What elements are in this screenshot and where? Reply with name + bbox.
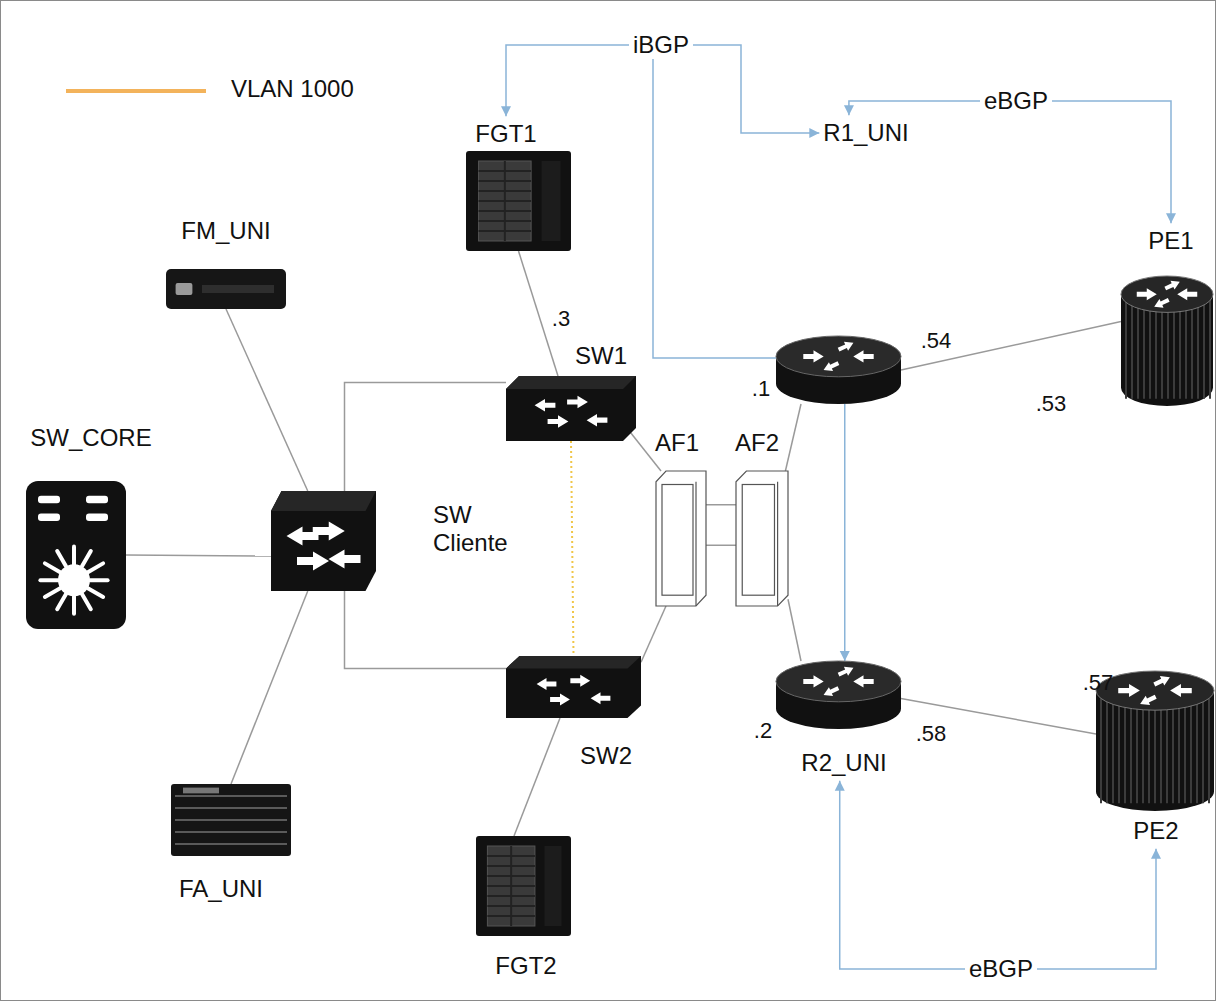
device-name: R1_UNI	[823, 119, 908, 147]
device-node: SW_CORE	[26, 481, 126, 629]
device-name: FM_UNI	[181, 217, 270, 245]
ip-host-label: .53	[1036, 391, 1067, 416]
ip-host-label: .58	[916, 721, 947, 746]
device-name: AF1	[655, 429, 699, 457]
legend-text: VLAN 1000	[231, 75, 354, 103]
network-link	[901, 322, 1121, 371]
arrow-head	[835, 781, 845, 791]
ip-host-label: .54	[921, 328, 952, 353]
router-icon	[776, 661, 901, 729]
switch-icon	[506, 376, 636, 441]
network-link	[514, 718, 560, 836]
device-name: FGT2	[495, 952, 556, 980]
network-link	[345, 591, 507, 668]
device-name: FA_UNI	[179, 875, 263, 903]
network-link	[706, 504, 736, 506]
device-node: FM_UNI	[166, 269, 286, 309]
device-name: SW Cliente	[433, 501, 528, 556]
device-node: PE1	[1121, 276, 1213, 406]
device-node: SW2	[506, 656, 641, 718]
network-link	[706, 545, 736, 547]
device-name: FGT1	[475, 120, 536, 148]
device-node: AF2	[736, 471, 788, 606]
device-name: SW_CORE	[30, 424, 151, 452]
protocol-label: iBGP	[629, 31, 693, 59]
ip-host-label: .1	[752, 376, 770, 401]
af-appliance-icon	[656, 471, 706, 606]
switch-icon	[271, 491, 376, 591]
device-name: PE1	[1148, 227, 1193, 255]
arrow-head	[1151, 849, 1161, 859]
device-node: R2_UNI	[776, 661, 901, 729]
device-name: PE2	[1133, 817, 1178, 845]
arrow-head	[1166, 213, 1176, 223]
device-node: FGT1	[466, 151, 571, 251]
device-node: AF1	[656, 471, 706, 606]
network-link	[231, 591, 308, 784]
device-node: SW Cliente	[271, 491, 376, 591]
arrow-head	[844, 105, 854, 115]
ip-host-label: .57	[1083, 670, 1114, 695]
router-icon	[776, 336, 901, 404]
device-node: SW1	[506, 376, 636, 441]
pe-router-icon	[1121, 276, 1213, 406]
server-icon	[171, 784, 291, 856]
device-node: FA_UNI	[171, 784, 291, 856]
switch-icon	[506, 656, 641, 718]
firewall-icon	[466, 151, 571, 251]
network-link	[226, 309, 308, 491]
network-link	[785, 404, 801, 471]
arrow-head	[809, 128, 819, 138]
network-link	[788, 599, 801, 661]
network-link	[641, 606, 666, 662]
legend-line	[66, 89, 206, 93]
device-node: PE2	[1096, 671, 1214, 811]
vlan-link	[571, 441, 574, 656]
device-node: R1_UNI	[776, 336, 901, 404]
device-name: AF2	[735, 429, 779, 457]
ip-host-label: .2	[754, 718, 772, 743]
firewall-icon	[476, 836, 571, 936]
pe-router-icon	[1096, 671, 1214, 811]
device-name: R2_UNI	[801, 749, 886, 777]
device-node: FGT2	[476, 836, 571, 936]
network-link	[345, 383, 507, 492]
af-appliance-icon	[736, 471, 788, 606]
ibgp-branch-line	[653, 45, 776, 358]
appliance-icon	[166, 269, 286, 309]
protocol-label: eBGP	[980, 87, 1052, 115]
protocol-label: eBGP	[965, 955, 1037, 983]
arrow-head	[840, 651, 850, 661]
device-name: SW1	[575, 342, 627, 370]
bgp-session-line	[844, 404, 846, 661]
device-name: SW2	[580, 742, 632, 770]
network-link	[126, 555, 271, 556]
core-switch-icon	[26, 481, 126, 629]
bgp-session-line	[840, 781, 1156, 969]
arrow-head	[501, 106, 511, 116]
ip-host-label: .3	[552, 306, 570, 331]
